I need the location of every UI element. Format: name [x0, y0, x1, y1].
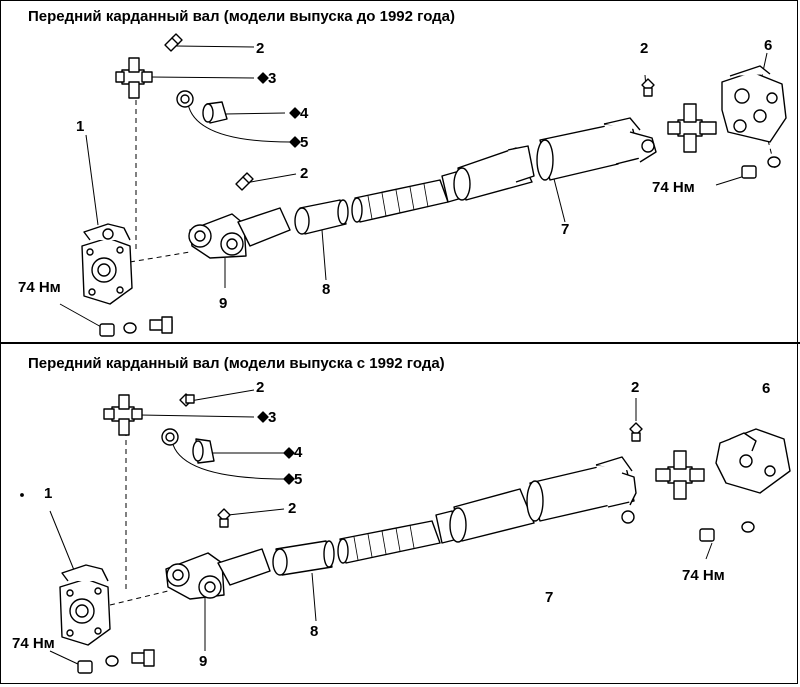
tube-front-7-b — [435, 488, 535, 544]
diamond-4 — [289, 107, 301, 119]
callout-9-yoke-b: 9 — [199, 653, 208, 670]
diamond-5-b — [283, 473, 295, 485]
washer-left-b — [105, 655, 119, 667]
callout-2-fitting-b: 2 — [256, 379, 265, 396]
callout-5-ring-b: 5 — [294, 471, 303, 488]
callout-7-shaft-b: 7 — [545, 589, 554, 606]
callout-2-fitting: 2 — [256, 40, 265, 57]
diamond-3-b — [257, 411, 269, 423]
grease-fitting-bottom-2 — [217, 508, 231, 528]
tube-front-7 — [441, 145, 535, 203]
grease-fitting-bottom-1 — [179, 393, 195, 407]
spider-cross-right-b — [655, 450, 705, 500]
grease-fitting-top-1 — [164, 33, 183, 52]
splined-shaft-b — [337, 520, 441, 564]
leader-1 — [85, 134, 99, 226]
callout-8-sleeve: 8 — [322, 281, 331, 298]
callout-9-yoke: 9 — [219, 295, 228, 312]
driveshaft-drawing-top — [59, 33, 787, 337]
leader-7 — [552, 174, 566, 223]
callout-6-flange-b: 6 — [762, 380, 771, 397]
callout-3-spider-b: 3 — [268, 409, 277, 426]
callout-2-fitting-right-b: 2 — [631, 379, 640, 396]
callout-2-fitting-right: 2 — [640, 40, 649, 57]
leader-4 — [224, 112, 286, 115]
flange-yoke-6 — [721, 65, 787, 143]
flange-yoke-left-b — [59, 564, 111, 646]
slip-yoke-9-b — [165, 548, 271, 600]
panel-title-top: Передний карданный вал (модели выпуска д… — [28, 8, 456, 25]
callout-7-shaft: 7 — [561, 221, 570, 238]
leader-3-b — [139, 414, 255, 418]
grease-fitting-top-3 — [641, 78, 655, 97]
diamond-3 — [257, 72, 269, 84]
bolt-left-b — [131, 649, 155, 667]
leader-8-b — [311, 572, 317, 622]
dashed-axis-right — [767, 139, 776, 169]
torque-label-left: 74 Нм — [18, 279, 61, 296]
leader-torque-right-b — [705, 542, 713, 560]
spider-cross-right — [667, 103, 717, 153]
leader-torque-left-b — [49, 650, 81, 666]
sleeve-8-b — [272, 540, 335, 576]
torque-label-left-b: 74 Нм — [12, 635, 55, 652]
leader-2a — [175, 45, 255, 48]
callout-2-fitting-mid-b: 2 — [288, 500, 297, 517]
callout-6-flange: 6 — [764, 37, 773, 54]
callout-1-flange: 1 — [76, 118, 85, 135]
leader-torque-left — [59, 303, 104, 329]
callout-4-cap-b: 4 — [294, 444, 303, 461]
callout-4-cap: 4 — [300, 105, 309, 122]
bolt-left — [149, 316, 173, 334]
diamond-5 — [289, 136, 301, 148]
callout-3-spider: 3 — [268, 70, 277, 87]
driveshaft-drawing-bottom — [20, 389, 791, 674]
spider-cross-left — [115, 57, 153, 99]
flange-yoke-left — [81, 223, 133, 305]
leader-2b-b — [227, 508, 285, 516]
splined-shaft — [351, 179, 449, 223]
leader-1-b — [49, 510, 77, 576]
nut-right — [741, 165, 757, 179]
leader-5-b — [171, 440, 287, 480]
leader-5 — [187, 103, 291, 143]
washer-right — [767, 156, 781, 168]
nut-left — [99, 323, 115, 337]
sleeve-8 — [294, 199, 349, 235]
spider-cross-left-b — [103, 394, 143, 436]
tube-main-7-b — [526, 456, 637, 524]
nut-left-b — [77, 660, 93, 674]
slip-yoke-9 — [188, 207, 291, 259]
panel-divider — [0, 342, 800, 344]
washer-right-b — [741, 521, 755, 533]
torque-label-right: 74 Нм — [652, 179, 695, 196]
torque-label-right-b: 74 Нм — [682, 567, 725, 584]
callout-8-sleeve-b: 8 — [310, 623, 319, 640]
callout-1-flange-b: 1 — [44, 485, 53, 502]
leader-2a-b — [189, 389, 255, 402]
flange-yoke-6-b — [715, 428, 791, 494]
leader-2b — [244, 173, 297, 184]
callout-2-fitting-mid: 2 — [300, 165, 309, 182]
leader-3 — [149, 76, 255, 79]
diamond-4-b — [283, 447, 295, 459]
leader-8 — [321, 229, 327, 281]
panel-title-bottom: Передний карданный вал (модели выпуска с… — [28, 355, 445, 372]
tube-main-7 — [536, 117, 657, 181]
speck — [20, 493, 24, 497]
grease-fitting-bottom-3 — [629, 422, 643, 442]
bearing-cap — [202, 101, 228, 124]
callout-5-ring: 5 — [300, 134, 309, 151]
dashed-axis-mid-b — [109, 590, 169, 606]
bearing-cap-b — [192, 438, 215, 464]
dashed-axis-mid — [129, 251, 191, 263]
grease-fitting-top-2 — [235, 172, 254, 191]
nut-right-b — [699, 528, 715, 542]
washer-left — [123, 322, 137, 334]
